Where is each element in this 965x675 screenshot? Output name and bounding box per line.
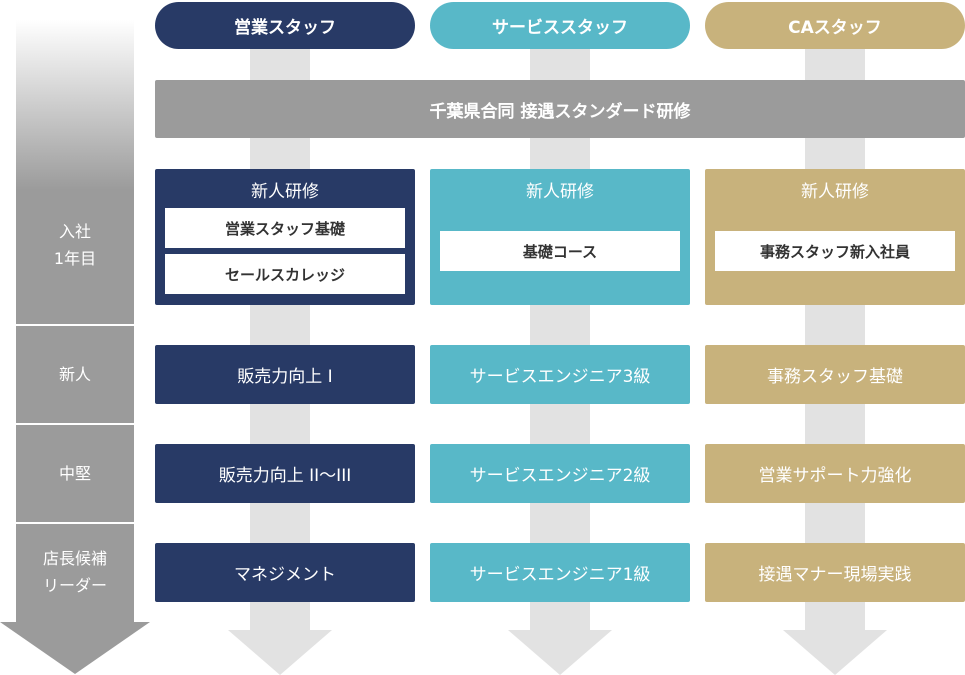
training-box-label: 事務スタッフ基礎: [767, 367, 903, 387]
stage-arrow: [0, 0, 150, 674]
stage-separator: [16, 324, 134, 326]
stage-label: 新人: [58, 365, 91, 384]
stage-label: 1年目: [53, 249, 97, 268]
lane-arrow-shaft: [530, 48, 590, 630]
column-header-label: CAスタッフ: [788, 18, 882, 38]
column-header-label: 営業スタッフ: [234, 18, 336, 38]
column-header-label: サービススタッフ: [492, 18, 628, 38]
column-header-ca: CAスタッフ: [705, 2, 965, 49]
new-hire-service-box: 新人研修 基礎コース: [430, 169, 690, 305]
training-box-label: サービスエンジニア3級: [469, 367, 651, 387]
stage-leader: 店長候補 リーダー: [16, 532, 134, 612]
training-box-label: マネジメント: [234, 565, 336, 585]
training-box-sales: 販売力向上 II〜III: [155, 444, 415, 503]
stage-mid-level: 中堅: [16, 425, 134, 522]
stage-separator: [16, 522, 134, 524]
stage-label: 店長候補: [42, 549, 107, 568]
stage-arrow-head: [0, 622, 150, 674]
lane-arrow-head: [228, 630, 332, 675]
training-box-label: 販売力向上 I: [237, 367, 333, 387]
new-hire-title: 新人研修: [251, 182, 319, 202]
training-box-sales: 販売力向上 I: [155, 345, 415, 404]
lane-arrow-shaft: [805, 48, 865, 630]
lane-arrow-shaft: [250, 48, 310, 630]
training-box-ca: 営業サポート力強化: [705, 444, 965, 503]
training-item-label: セールスカレッジ: [224, 265, 345, 284]
training-box-ca: 事務スタッフ基礎: [705, 345, 965, 404]
lane-arrow-head: [783, 630, 887, 675]
training-item: 基礎コース: [440, 231, 680, 271]
training-box-label: 接遇マナー現場実践: [758, 565, 912, 585]
new-hire-title: 新人研修: [801, 182, 869, 202]
new-hire-sales-box: 新人研修 営業スタッフ基礎 セールスカレッジ: [155, 169, 415, 305]
training-item: 事務スタッフ新入社員: [715, 231, 955, 271]
training-box-label: 営業サポート力強化: [758, 466, 912, 486]
new-hire-title: 新人研修: [526, 182, 594, 202]
training-item-label: 基礎コース: [522, 242, 598, 261]
training-item-label: 事務スタッフ新入社員: [759, 242, 910, 261]
stage-first-year: 入社 1年目: [16, 195, 134, 295]
training-box-service: サービスエンジニア1級: [430, 543, 690, 602]
training-box-ca: 接遇マナー現場実践: [705, 543, 965, 602]
column-header-sales: 営業スタッフ: [155, 2, 415, 49]
stage-separator: [16, 423, 134, 425]
training-box-sales: マネジメント: [155, 543, 415, 602]
stage-arrow-fade: [16, 20, 134, 190]
column-header-service: サービススタッフ: [430, 2, 690, 49]
common-training-label: 千葉県合同 接遇スタンダード研修: [429, 101, 691, 122]
common-training-bar: 千葉県合同 接遇スタンダード研修: [155, 80, 965, 138]
stage-label: リーダー: [42, 576, 107, 595]
stage-arrow-body: [16, 190, 134, 622]
training-item-label: 営業スタッフ基礎: [224, 219, 345, 238]
lane-arrow-head: [508, 630, 612, 675]
training-box-service: サービスエンジニア2級: [430, 444, 690, 503]
stage-label: 入社: [58, 222, 91, 241]
training-box-label: サービスエンジニア2級: [469, 466, 651, 486]
new-hire-ca-box: 新人研修 事務スタッフ新入社員: [705, 169, 965, 305]
stage-label: 中堅: [58, 464, 91, 483]
training-box-label: 販売力向上 II〜III: [218, 466, 352, 486]
training-item: 営業スタッフ基礎: [165, 208, 405, 248]
training-box-label: サービスエンジニア1級: [469, 565, 651, 585]
training-box-service: サービスエンジニア3級: [430, 345, 690, 404]
stage-newcomer: 新人: [16, 326, 134, 423]
training-item: セールスカレッジ: [165, 254, 405, 294]
